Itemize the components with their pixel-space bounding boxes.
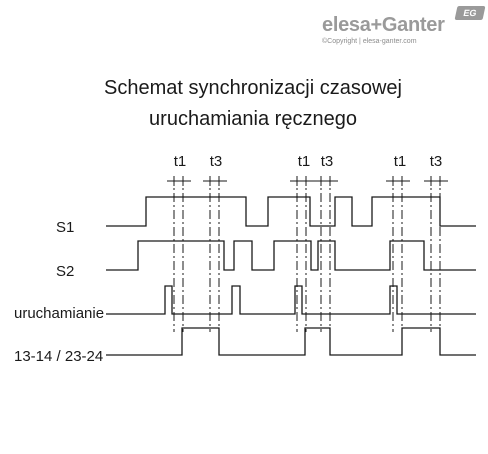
marker-label-t3-c: t3 <box>430 153 443 170</box>
waveform-s1 <box>106 196 476 227</box>
brand-copyright: ©Copyright | elesa-ganter.com <box>322 38 417 45</box>
marker-label-t3-b: t3 <box>321 153 334 170</box>
elesa-ganter-logo: elesa+Ganter EG ©Copyright | elesa-gante… <box>322 6 486 50</box>
marker-label-t1-c: t1 <box>394 153 407 170</box>
signal-label-13-14-23-24: 13-14 / 23-24 <box>14 348 103 365</box>
sync-guide-lines <box>173 176 441 332</box>
signal-label-uruchamianie: uruchamianie <box>14 305 104 322</box>
marker-label-t1-a: t1 <box>174 153 187 170</box>
marker-label-t3-a: t3 <box>210 153 223 170</box>
waveform-s2 <box>106 240 476 271</box>
signal-label-s1: S1 <box>56 219 74 236</box>
marker-label-t1-b: t1 <box>298 153 311 170</box>
signal-label-s2: S2 <box>56 263 74 280</box>
interval-arrows <box>167 176 448 186</box>
waveform-13-14-23-24 <box>106 327 476 356</box>
diagram-title-line-2: uruchamiania ręcznego <box>149 108 357 130</box>
diagram-title-line-1: Schemat synchronizacji czasowej <box>104 77 402 99</box>
waveform-uruchamianie <box>106 285 476 315</box>
brand-name: elesa+Ganter <box>322 14 445 36</box>
